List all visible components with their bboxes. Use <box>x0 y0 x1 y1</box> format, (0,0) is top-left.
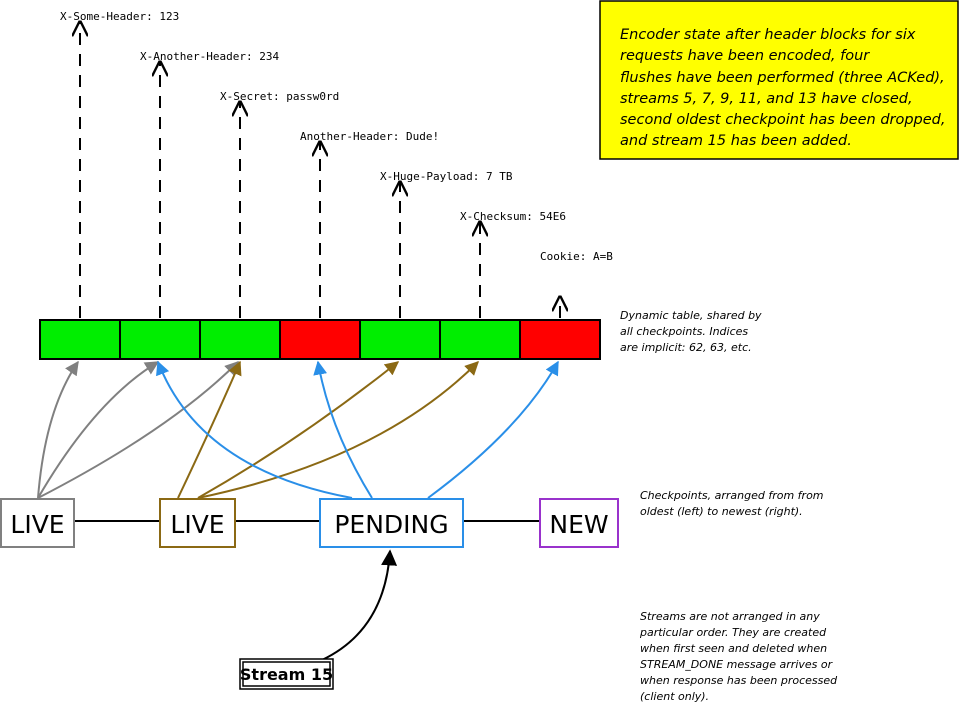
checkpoint-label: NEW <box>549 510 608 539</box>
reference-arrow <box>37 361 239 499</box>
callout-line: second oldest checkpoint has been droppe… <box>620 112 946 128</box>
header-label: Cookie: A=B <box>540 250 613 263</box>
checkpoint-live-1: LIVE <box>0 498 75 548</box>
table-cell <box>279 319 361 360</box>
table-note-line: are implicit: 62, 63, etc. <box>620 341 752 354</box>
table-cell <box>119 319 201 360</box>
checkpoint-label: PENDING <box>334 510 448 539</box>
streams-note: Streams are not arranged in any particul… <box>639 610 838 702</box>
header-label: X-Huge-Payload: 7 TB <box>380 170 513 183</box>
streams-note-line: (client only). <box>640 690 709 702</box>
table-cell <box>199 319 281 360</box>
streams-note-line: when first seen and deleted when <box>640 642 827 655</box>
header-label: Another-Header: Dude! <box>300 130 439 143</box>
callout-line: streams 5, 7, 9, 11, and 13 have closed, <box>620 91 913 107</box>
checkpoint-label: LIVE <box>170 510 224 539</box>
live-1-references <box>37 360 239 499</box>
checkpoint-label: LIVE <box>10 510 64 539</box>
table-cell <box>439 319 521 360</box>
callout-line: flushes have been performed (three ACKed… <box>620 70 945 86</box>
checkpoint-live-2: LIVE <box>159 498 236 548</box>
reference-arrow <box>177 360 242 499</box>
dynamic-table <box>39 319 601 360</box>
stream-label: Stream 15 <box>240 665 333 684</box>
live-2-references <box>177 360 479 499</box>
table-cell <box>519 319 601 360</box>
table-note: Dynamic table, shared by all checkpoints… <box>620 309 762 354</box>
reference-arrow <box>37 360 79 499</box>
reference-arrow <box>37 361 160 499</box>
table-cell <box>39 319 121 360</box>
header-leaders <box>80 22 560 318</box>
streams-note-line: Streams are not arranged in any <box>640 610 820 623</box>
reference-arrow <box>427 360 559 499</box>
callout-line: requests have been encoded, four <box>620 48 870 64</box>
reference-arrow <box>313 360 373 499</box>
pending-references <box>156 360 559 499</box>
checkpoint-pending: PENDING <box>319 498 464 548</box>
header-label: X-Some-Header: 123 <box>60 10 179 23</box>
checkpoints-note-line: Checkpoints, arranged from from <box>640 489 824 502</box>
streams-note-line: when response has been processed <box>640 674 838 687</box>
reference-arrow <box>197 361 479 499</box>
header-label: X-Another-Header: 234 <box>140 50 279 63</box>
checkpoint-new: NEW <box>539 498 619 548</box>
header-label: X-Checksum: 54E6 <box>460 210 566 223</box>
streams-note-line: STREAM_DONE message arrives or <box>640 658 834 671</box>
checkpoints-note: Checkpoints, arranged from from oldest (… <box>640 489 824 518</box>
table-note-line: Dynamic table, shared by <box>620 309 762 322</box>
stream-15-box: Stream 15 <box>239 658 334 690</box>
table-cell <box>359 319 441 360</box>
reference-arrow <box>156 360 353 499</box>
streams-note-line: particular order. They are created <box>639 626 827 639</box>
checkpoints-note-line: oldest (left) to newest (right). <box>640 505 803 518</box>
callout-line: and stream 15 has been added. <box>620 133 852 149</box>
table-note-line: all checkpoints. Indices <box>620 325 748 338</box>
header-label: X-Secret: passw0rd <box>220 90 339 103</box>
reference-arrow <box>197 361 400 499</box>
callout-line: Encoder state after header blocks for si… <box>620 27 916 43</box>
stream-reference-arrow <box>321 549 398 661</box>
callout-box: Encoder state after header blocks for si… <box>599 0 959 160</box>
